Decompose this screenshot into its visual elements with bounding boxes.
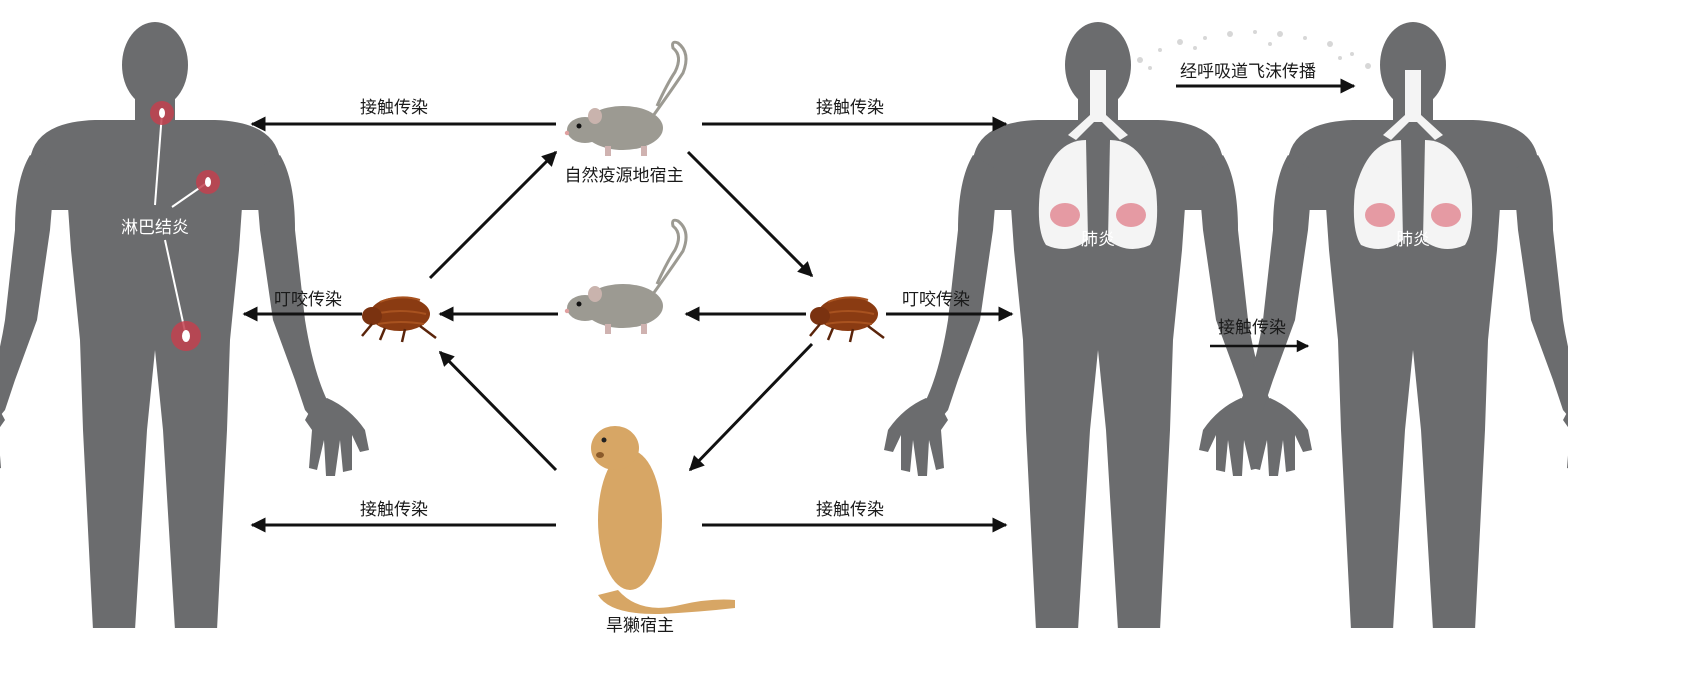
marmot-icon <box>591 426 735 615</box>
label-contact-human-to-human: 接触传染 <box>1218 318 1286 338</box>
arrows <box>242 78 1356 533</box>
spray-cloud-icon <box>1137 30 1371 70</box>
rat-icon-top <box>563 40 688 158</box>
flea-icon-left <box>360 295 438 344</box>
plague-transmission-diagram: 接触传染 接触传染 接触传染 接触传染 接触传染 叮咬传染 叮咬传染 经呼吸道飞… <box>0 22 1568 636</box>
label-bite-left: 叮咬传染 <box>274 290 342 310</box>
label-pneumonia-1: 肺炎 <box>1081 230 1115 250</box>
label-contact-bottom-right: 接触传染 <box>816 500 884 520</box>
label-contact-top-right: 接触传染 <box>816 98 884 118</box>
label-natural-host: 自然疫源地宿主 <box>564 166 684 186</box>
label-lymphadenitis: 淋巴结炎 <box>121 218 189 238</box>
label-marmot-host: 旱獭宿主 <box>606 616 674 636</box>
label-pneumonia-2: 肺炎 <box>1396 230 1430 250</box>
lymph-node-markers <box>150 101 220 351</box>
rat-icon-middle <box>563 218 688 336</box>
label-bite-right: 叮咬传染 <box>902 290 970 310</box>
label-droplet: 经呼吸道飞沫传播 <box>1180 62 1316 82</box>
flea-icon-right <box>808 295 886 344</box>
label-contact-bottom-left: 接触传染 <box>360 500 428 520</box>
label-contact-top-left: 接触传染 <box>360 98 428 118</box>
